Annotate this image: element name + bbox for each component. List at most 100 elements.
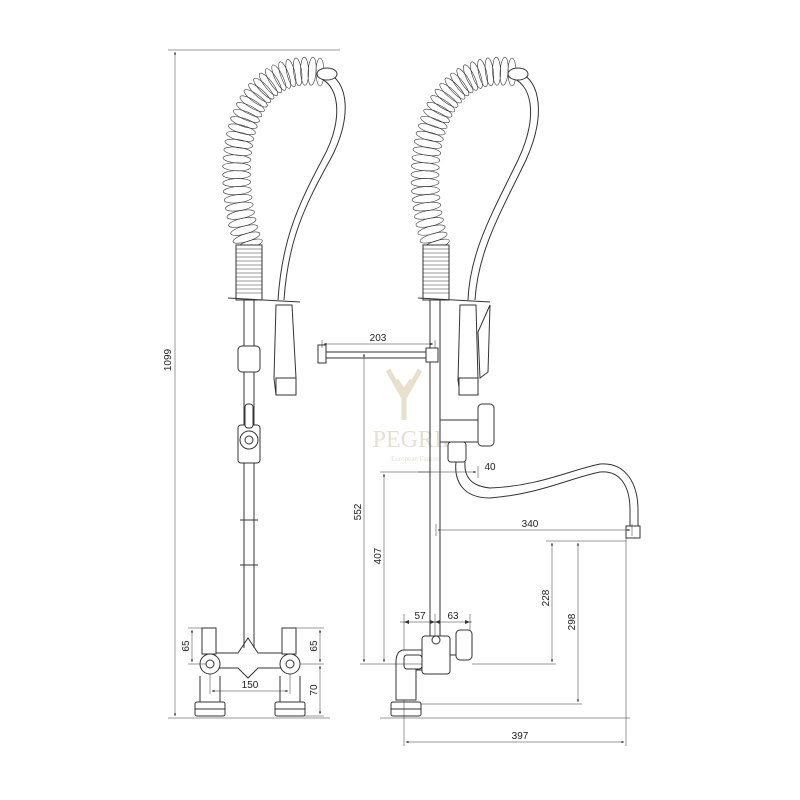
dim-label-65-right: 65 bbox=[309, 640, 320, 652]
dim-label-298: 298 bbox=[567, 613, 578, 630]
coil-turn bbox=[434, 89, 459, 108]
coil-turn bbox=[236, 102, 263, 118]
right-spray-trigger bbox=[477, 304, 491, 379]
coil-turn bbox=[233, 109, 260, 123]
watermark-logo: PEGRID European Faucets bbox=[373, 368, 459, 463]
dim-label-1099: 1099 bbox=[163, 348, 174, 371]
coil-turn bbox=[224, 138, 253, 149]
right-valve-body bbox=[439, 419, 485, 443]
dim-label-340: 340 bbox=[522, 519, 539, 530]
coil-turn bbox=[226, 209, 255, 220]
coil-turn bbox=[417, 224, 446, 236]
coil-turn bbox=[450, 72, 470, 97]
coil-turn bbox=[444, 77, 466, 100]
coil-turn bbox=[430, 95, 456, 113]
coil-turn bbox=[426, 101, 453, 118]
right-lower-handle bbox=[455, 629, 473, 661]
coil-turn bbox=[300, 56, 309, 86]
coil-turn bbox=[414, 138, 443, 149]
coil-turn bbox=[271, 64, 287, 91]
coil-turn bbox=[456, 68, 474, 94]
dim-label-57: 57 bbox=[414, 611, 426, 622]
dim-label-397: 397 bbox=[512, 731, 529, 742]
coil-turn bbox=[222, 178, 252, 187]
side-view-dimensions: 203 552 407 40 340 228 298 bbox=[321, 333, 633, 746]
coil-turn bbox=[285, 59, 297, 88]
coil-turn bbox=[411, 186, 440, 195]
coil-turn bbox=[230, 116, 258, 129]
coil-turn bbox=[439, 83, 462, 104]
right-valve-handle bbox=[477, 403, 495, 447]
right-hose-inner bbox=[467, 77, 532, 301]
right-spring-base-lines bbox=[423, 248, 449, 294]
coil-turn bbox=[477, 59, 489, 88]
coil-turn bbox=[222, 170, 251, 180]
coil-turn bbox=[412, 146, 442, 157]
right-side-arm-collar bbox=[425, 347, 439, 363]
coil-turn bbox=[410, 170, 440, 180]
coil-turn bbox=[222, 162, 251, 172]
left-column-collar bbox=[237, 345, 261, 373]
logo-emblem-icon bbox=[385, 368, 423, 420]
left-deck-post-a bbox=[201, 627, 217, 655]
coil-turn bbox=[239, 95, 265, 113]
dim-label-70: 70 bbox=[309, 684, 320, 696]
coil-turn bbox=[423, 108, 450, 123]
watermark-tagline: European Faucets bbox=[391, 455, 441, 463]
coil-turn bbox=[484, 57, 495, 86]
coil-turn bbox=[492, 56, 501, 86]
right-spout bbox=[455, 461, 631, 530]
left-bridge bbox=[210, 637, 288, 654]
coil-turn bbox=[420, 116, 448, 129]
dim-label-65-left: 65 bbox=[181, 640, 192, 652]
coil-turn bbox=[415, 217, 444, 228]
coil-turn bbox=[228, 217, 257, 228]
left-valve-knob bbox=[239, 430, 259, 450]
coil-turn bbox=[223, 146, 253, 156]
coil-turn bbox=[265, 68, 282, 94]
left-deck-post-b bbox=[281, 627, 297, 655]
right-spring-base bbox=[422, 244, 450, 301]
right-spray-nozzle bbox=[458, 377, 479, 396]
coil-turn bbox=[411, 162, 440, 172]
coil-turn bbox=[248, 83, 271, 104]
coil-turn bbox=[253, 77, 275, 100]
right-hose bbox=[474, 71, 539, 301]
left-spring-base bbox=[235, 244, 263, 301]
coil-turn bbox=[226, 131, 255, 142]
left-hose bbox=[283, 71, 346, 301]
right-valve-outlet bbox=[447, 441, 467, 463]
right-spout-outlet bbox=[625, 525, 641, 539]
coil-turn bbox=[410, 178, 440, 187]
front-view-dimensions: 1099 65 65 70 150 bbox=[163, 49, 340, 719]
front-view bbox=[190, 56, 346, 719]
left-spray-nozzle bbox=[275, 377, 297, 396]
coil-turn bbox=[232, 231, 261, 244]
dim-label-203: 203 bbox=[370, 333, 387, 344]
coil-turn bbox=[258, 72, 279, 96]
left-inlet-b bbox=[279, 653, 301, 675]
coil-turn bbox=[223, 186, 252, 196]
right-clamp bbox=[417, 297, 491, 303]
coil-turn bbox=[415, 130, 444, 142]
coil-turn bbox=[278, 61, 292, 89]
right-coil-spring bbox=[410, 56, 517, 252]
dim-label-40: 40 bbox=[484, 462, 496, 473]
left-coil-spring bbox=[222, 56, 325, 252]
dim-label-150: 150 bbox=[242, 680, 259, 691]
coil-turn bbox=[292, 57, 303, 86]
right-hose-end bbox=[507, 67, 529, 81]
coil-turn bbox=[228, 123, 256, 135]
left-clamp bbox=[227, 297, 301, 303]
coil-turn bbox=[417, 123, 446, 136]
coil-turn bbox=[419, 231, 448, 244]
coil-turn bbox=[463, 64, 478, 91]
dim-label-228: 228 bbox=[541, 589, 552, 606]
left-spring-base-lines bbox=[236, 248, 262, 294]
left-lever bbox=[244, 403, 254, 429]
coil-turn bbox=[230, 224, 259, 236]
left-hose-inner bbox=[277, 77, 338, 301]
coil-turn bbox=[243, 89, 268, 108]
dim-label-63: 63 bbox=[447, 611, 459, 622]
